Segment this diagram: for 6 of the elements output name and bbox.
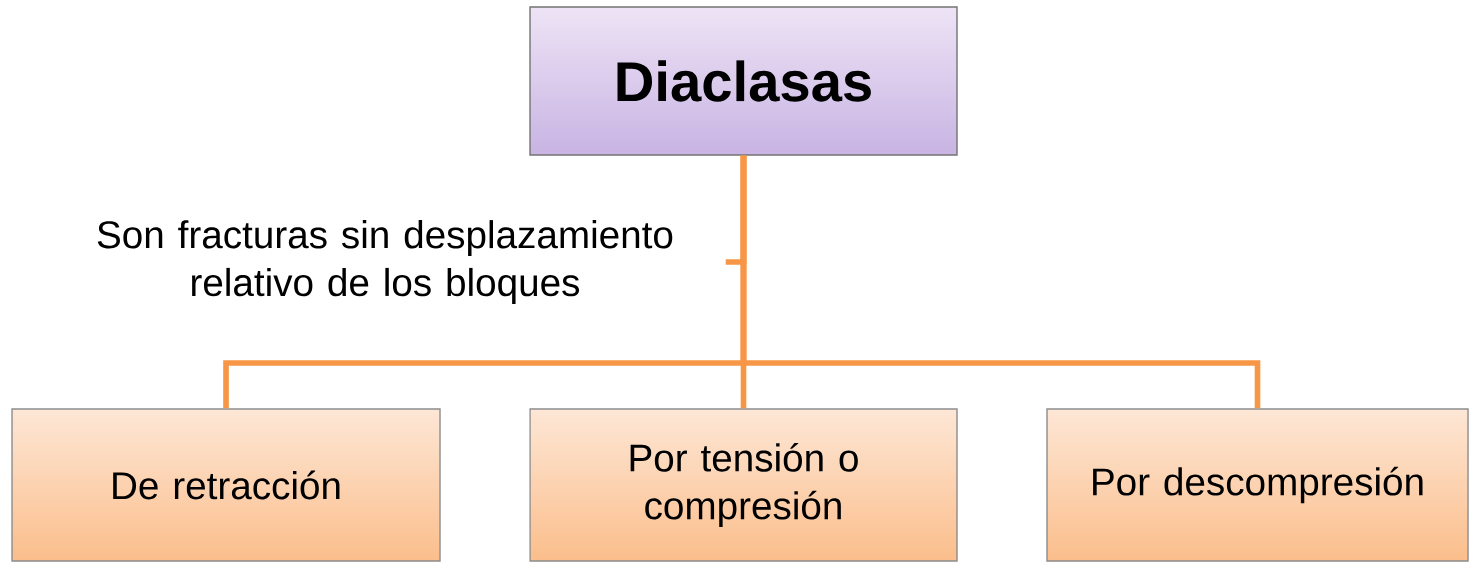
title-box: Diaclasas bbox=[529, 6, 958, 156]
category-box: Por tensión o compresión bbox=[529, 408, 958, 562]
connector-line bbox=[740, 155, 1261, 409]
category-box: Por descompresión bbox=[1046, 408, 1469, 562]
description-text: Son fracturas sin desplazamiento relativo de los bloques bbox=[97, 220, 673, 304]
category-box: De retracción bbox=[11, 408, 441, 562]
